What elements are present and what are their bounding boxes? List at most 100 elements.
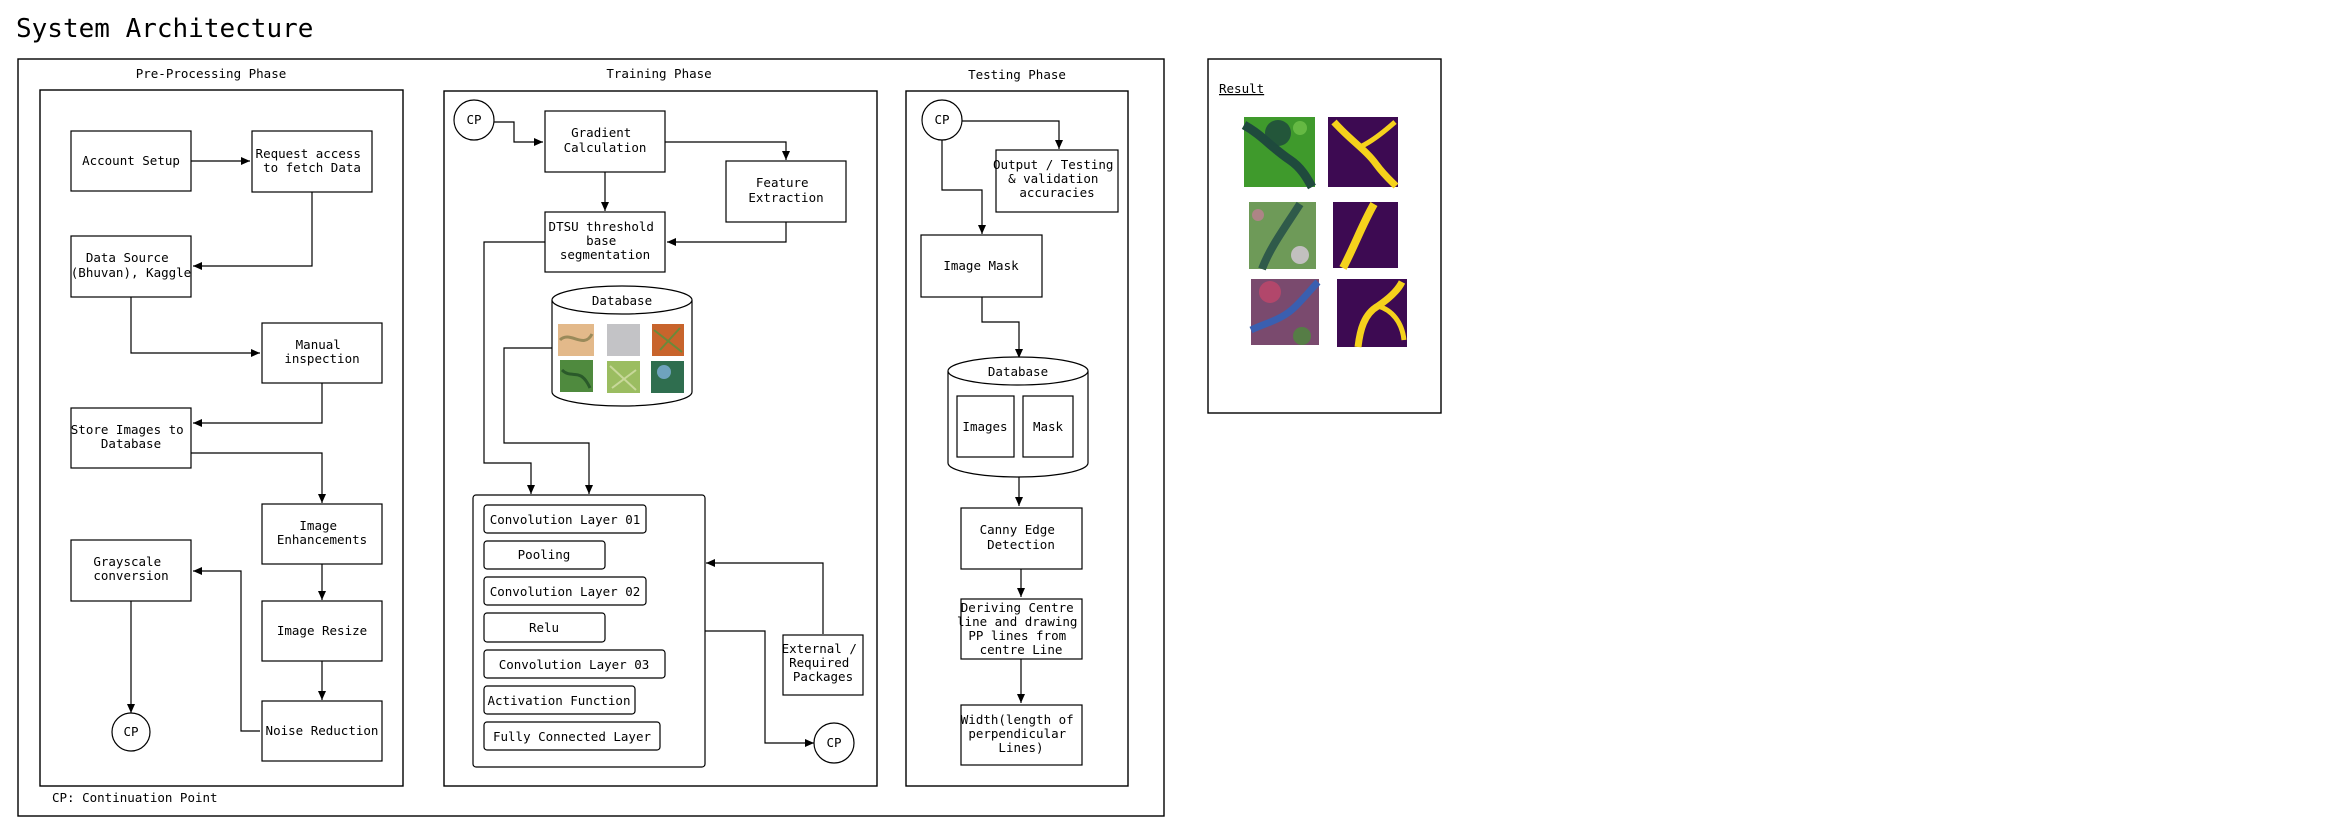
dtsu-line1: DTSU threshold [549,219,654,234]
deriving-line2: line and drawing [957,614,1077,629]
node-gradient-calculation: Gradient Calculation [544,110,666,173]
svg-text:Fully Connected Layer: Fully Connected Layer [493,729,652,744]
edge-cp-to-gradient [494,121,543,146]
node-cp-training-out: CP [813,722,855,764]
testing-database-label: Database [988,364,1048,379]
testing-database: Database Images Mask [947,356,1089,478]
testing-phase-title: Testing Phase [968,67,1066,82]
node-feature-extraction: Feature Extraction [725,160,847,223]
cnn-layer-pooling: Pooling [483,540,606,570]
node-data-source: Data Source (Bhuvan), Kaggle [70,235,192,298]
node-external-packages: External / Required Packages [782,634,865,696]
cnn-block: Convolution Layer 01 Pooling Convolution… [472,494,706,768]
deriving-line1: Deriving Centre [961,600,1074,615]
node-dtsu-segmentation: DTSU threshold base segmentation [544,211,666,273]
gradient-line2: Calculation [564,140,647,155]
svg-text:Relu: Relu [529,620,559,635]
grayscale-line1: Grayscale [93,554,161,569]
cp-testing-label: CP [934,112,949,127]
cnn-layer-relu-label: Relu [529,620,559,635]
edge-cp-to-output [962,120,1063,149]
cnn-layer-conv03: Convolution Layer 03 [483,649,666,679]
cnn-layer-relu: Relu [483,612,606,643]
node-output-accuracies: Output / Testing & validation accuracies [993,149,1119,213]
svg-text:Data Source (Bhuvan), Ka: Data Source (Bhuvan), Kaggle [71,250,191,280]
svg-text:Account Setup: Account Setup [82,153,180,168]
svg-text:Noise Reduction: Noise Reduction [266,723,379,738]
cnn-layer-activation-label: Activation Function [488,693,631,708]
external-line1: External / [782,641,857,656]
dtsu-line3: segmentation [560,247,650,262]
svg-text:External / Required: External / Required Packages [782,641,865,684]
image-enhancements-line1: Image [299,518,337,533]
svg-text:Convolution Layer 03: Convolution Layer 03 [499,657,650,672]
width-line1: Width(length of [961,712,1074,727]
svg-text:Width(length of perpendi: Width(length of perpendicular Lines) [961,712,1081,755]
footnote: CP: Continuation Point [52,790,218,805]
node-image-mask: Image Mask [920,234,1043,298]
canny-line1: Canny Edge [980,522,1055,537]
svg-text:Deriving Centre line and: Deriving Centre line and drawing PP line… [957,600,1085,657]
svg-text:DTSU threshold base: DTSU threshold base segmentation [549,219,662,262]
svg-text:Convolution Layer 02: Convolution Layer 02 [490,584,641,599]
request-access-line1: Request access [256,146,361,161]
cnn-layer-conv02-label: Convolution Layer 02 [490,584,641,599]
manual-inspection-line2: inspection [284,351,359,366]
edge-datasource-to-manual [130,297,260,357]
grayscale-line2: conversion [93,568,168,583]
node-noise-reduction: Noise Reduction [261,700,383,762]
cnn-layer-fc-label: Fully Connected Layer [493,729,652,744]
request-access-line2: to fetch Data [263,160,361,175]
edge-request-to-datasource [193,192,313,270]
preprocessing-phase-title: Pre-Processing Phase [136,66,287,81]
manual-inspection-line1: Manual [296,337,341,352]
data-source-line1: Data Source [86,250,169,265]
testing-db-mask-label: Mask [1033,419,1064,434]
node-deriving-centre-line: Deriving Centre line and drawing PP line… [957,598,1085,660]
svg-text:Images: Images [962,419,1007,434]
cp-training-in-label: CP [466,112,481,127]
training-database: Database [551,285,693,407]
output-line2: & validation [1008,171,1098,186]
node-account-setup: Account Setup [70,130,192,192]
node-canny-edge: Canny Edge Detection [960,507,1083,570]
edge-database-to-cnn [503,347,593,494]
cnn-layer-fc: Fully Connected Layer [483,721,661,751]
svg-text:Manual inspection: Manual inspection [284,337,359,366]
svg-text:Feature Extraction: Feature Extraction [748,175,823,205]
edge-imagemask-to-database [981,297,1023,358]
testing-db-images: Images [956,395,1015,458]
data-source-line2: (Bhuvan), Kaggle [71,265,191,280]
edge-feature-to-dtsu [667,222,787,246]
edge-noise-to-grayscale [193,567,260,732]
testing-db-images-label: Images [962,419,1007,434]
width-line2: perpendicular [968,726,1066,741]
node-cp-testing: CP [921,99,963,141]
result-satellite-3 [1249,279,1321,345]
svg-text:CP: CP [123,724,138,739]
node-store-images: Store Images to Database [70,407,192,469]
result-satellite-1 [1241,117,1316,190]
svg-text:Mask: Mask [1033,419,1064,434]
result-frame [1207,58,1442,414]
cp-preprocessing-label: CP [123,724,138,739]
image-mask-label: Image Mask [943,258,1019,273]
noise-reduction-label: Noise Reduction [266,723,379,738]
svg-text:Image Enhancements: Image Enhancements [277,518,367,547]
external-line2: Required [789,655,849,670]
cnn-layer-activation: Activation Function [483,685,636,715]
edge-dtsu-to-cnn [483,241,545,494]
result-satellite-2 [1249,201,1316,271]
feature-line1: Feature [756,175,809,190]
result-images [1241,117,1407,348]
training-phase-title: Training Phase [606,66,711,81]
output-line1: Output / Testing [993,157,1113,172]
image-resize-label: Image Resize [277,623,367,638]
edge-store-to-enhancements [191,452,326,503]
cnn-layer-pooling-label: Pooling [518,547,571,562]
width-line3: Lines) [998,740,1043,755]
svg-text:CP: CP [826,735,841,750]
svg-text:Grayscale conversion: Grayscale conversion [93,554,168,583]
connectors [127,120,1063,747]
